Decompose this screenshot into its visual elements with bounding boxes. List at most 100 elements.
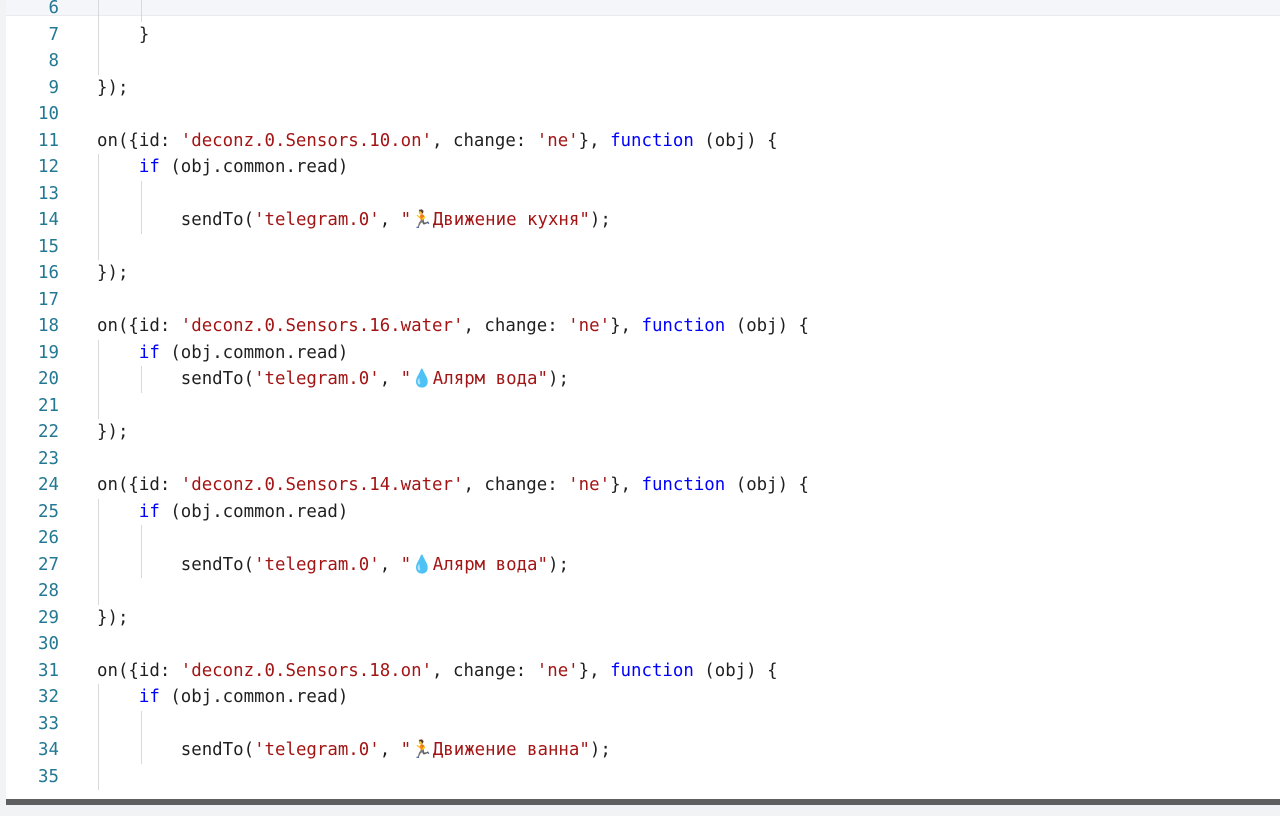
code-token: 'deconz.0.Sensors.14.water' bbox=[180, 475, 464, 495]
code-line[interactable]: 14 sendTo('telegram.0', "🏃Движение кухня… bbox=[6, 207, 1280, 234]
code-token: (obj) { bbox=[725, 316, 810, 336]
code-token: " bbox=[400, 210, 412, 230]
code-line[interactable]: 17 bbox=[6, 287, 1280, 314]
code-line[interactable]: 35 bbox=[6, 763, 1280, 790]
code-line[interactable]: 30 bbox=[6, 631, 1280, 658]
emoji-glyph: 🏃 bbox=[411, 210, 433, 230]
emoji-glyph: 💧 bbox=[411, 369, 433, 389]
code-line[interactable]: 25 if (obj.common.read) bbox=[6, 498, 1280, 526]
code-line[interactable]: 31 on({id: 'deconz.0.Sensors.18.on', chan… bbox=[6, 658, 1280, 685]
code-token bbox=[97, 687, 139, 707]
code-line[interactable]: 23 bbox=[6, 446, 1280, 473]
indent-guide bbox=[98, 366, 99, 393]
code-token: 'telegram.0' bbox=[254, 554, 380, 575]
code-token: , change: bbox=[463, 475, 569, 495]
line-content: }); bbox=[97, 75, 128, 102]
code-token: 'deconz.0.Sensors.16.water' bbox=[180, 316, 464, 336]
line-content: on({id: 'deconz.0.Sensors.10.on', change… bbox=[97, 128, 778, 155]
line-content: sendTo('telegram.0', "🏃Движение кухня"); bbox=[97, 207, 611, 234]
line-number: 16 bbox=[38, 263, 59, 283]
line-number: 20 bbox=[38, 369, 59, 389]
code-token: (obj.common.read) bbox=[159, 501, 349, 522]
code-token: Алярм вода" bbox=[432, 554, 548, 575]
code-line[interactable]: 27 sendTo('telegram.0', "💧Алярм вода"); bbox=[6, 551, 1280, 578]
code-token: 'ne' bbox=[536, 660, 579, 681]
editor-top-strip bbox=[6, 0, 1280, 16]
indent-guide bbox=[141, 737, 142, 764]
code-line[interactable]: 19 if (obj.common.read) bbox=[6, 339, 1280, 366]
line-content: if (obj.common.read) bbox=[97, 499, 348, 526]
code-token: function bbox=[641, 475, 726, 495]
indent-guide bbox=[98, 498, 99, 525]
line-content: sendTo('telegram.0', "🏃Движение ванна"); bbox=[97, 737, 611, 764]
indent-guide bbox=[98, 207, 99, 234]
code-line[interactable]: 10 bbox=[6, 101, 1280, 128]
code-line[interactable]: 16}); bbox=[6, 260, 1280, 287]
line-content: if (obj.common.read) bbox=[97, 684, 348, 711]
line-number: 15 bbox=[38, 236, 59, 257]
code-line[interactable]: 6 bbox=[6, 0, 1280, 22]
code-line[interactable]: 7 } bbox=[6, 21, 1280, 48]
horizontal-scrollbar[interactable] bbox=[6, 799, 1280, 805]
indent-guide bbox=[98, 392, 99, 419]
line-number: 18 bbox=[38, 316, 59, 336]
code-token: function bbox=[610, 660, 694, 681]
code-line[interactable]: 12 if (obj.common.read) bbox=[6, 154, 1280, 181]
code-line[interactable]: 8 bbox=[6, 48, 1280, 75]
line-number: 34 bbox=[38, 740, 59, 760]
indent-guide bbox=[98, 233, 99, 260]
code-token: }, bbox=[610, 475, 642, 495]
code-token: ); bbox=[547, 369, 569, 389]
code-line[interactable]: 32 if (obj.common.read) bbox=[6, 684, 1280, 711]
code-token: on({id: bbox=[97, 475, 181, 495]
code-line[interactable]: 9}); bbox=[6, 75, 1280, 102]
code-line[interactable]: 15 bbox=[6, 233, 1280, 260]
code-line[interactable]: 22}); bbox=[6, 419, 1280, 446]
code-token: , change: bbox=[432, 660, 537, 681]
code-token: ); bbox=[547, 554, 569, 575]
code-token: sendTo( bbox=[97, 210, 255, 230]
line-number: 8 bbox=[48, 51, 59, 71]
indent-guide bbox=[98, 339, 99, 366]
code-token: (obj.common.read) bbox=[159, 342, 349, 363]
indent-guide bbox=[141, 710, 142, 737]
code-line[interactable]: 21 bbox=[6, 392, 1280, 419]
code-line[interactable]: 13 bbox=[6, 180, 1280, 207]
code-line[interactable]: 34 sendTo('telegram.0', "🏃Движение ванна… bbox=[6, 737, 1280, 764]
code-line[interactable]: 28 bbox=[6, 578, 1280, 605]
code-token: sendTo( bbox=[97, 369, 255, 389]
line-number: 31 bbox=[38, 660, 59, 681]
indent-guide bbox=[141, 366, 142, 393]
line-number: 30 bbox=[38, 634, 59, 654]
code-line[interactable]: 20 sendTo('telegram.0', "💧Алярм вода"); bbox=[6, 366, 1280, 393]
code-token: ); bbox=[589, 740, 611, 760]
line-content: on({id: 'deconz.0.Sensors.18.on', change… bbox=[97, 658, 778, 685]
code-line[interactable]: 29}); bbox=[6, 605, 1280, 632]
code-line[interactable]: 26 bbox=[6, 525, 1280, 552]
line-content: }); bbox=[97, 605, 128, 632]
line-number: 10 bbox=[38, 104, 59, 124]
code-token: if bbox=[138, 687, 160, 707]
line-number: 26 bbox=[38, 528, 59, 548]
code-token: on({id: bbox=[97, 316, 181, 336]
code-token: Движение кухня" bbox=[432, 210, 590, 230]
indent-guide bbox=[98, 551, 99, 578]
code-token bbox=[97, 502, 139, 522]
code-token: , bbox=[379, 369, 401, 389]
code-token: " bbox=[400, 554, 412, 575]
indent-guide bbox=[98, 684, 99, 711]
code-token: 'telegram.0' bbox=[254, 369, 380, 389]
code-line[interactable]: 33 bbox=[6, 710, 1280, 737]
code-token: Движение ванна" bbox=[432, 740, 590, 760]
indent-guide bbox=[98, 525, 99, 552]
emoji-glyph: 🏃 bbox=[411, 740, 433, 760]
code-token: 'ne' bbox=[568, 316, 611, 336]
line-content: }); bbox=[97, 419, 128, 446]
code-token: 'ne' bbox=[568, 475, 611, 495]
code-token: if bbox=[138, 501, 160, 522]
